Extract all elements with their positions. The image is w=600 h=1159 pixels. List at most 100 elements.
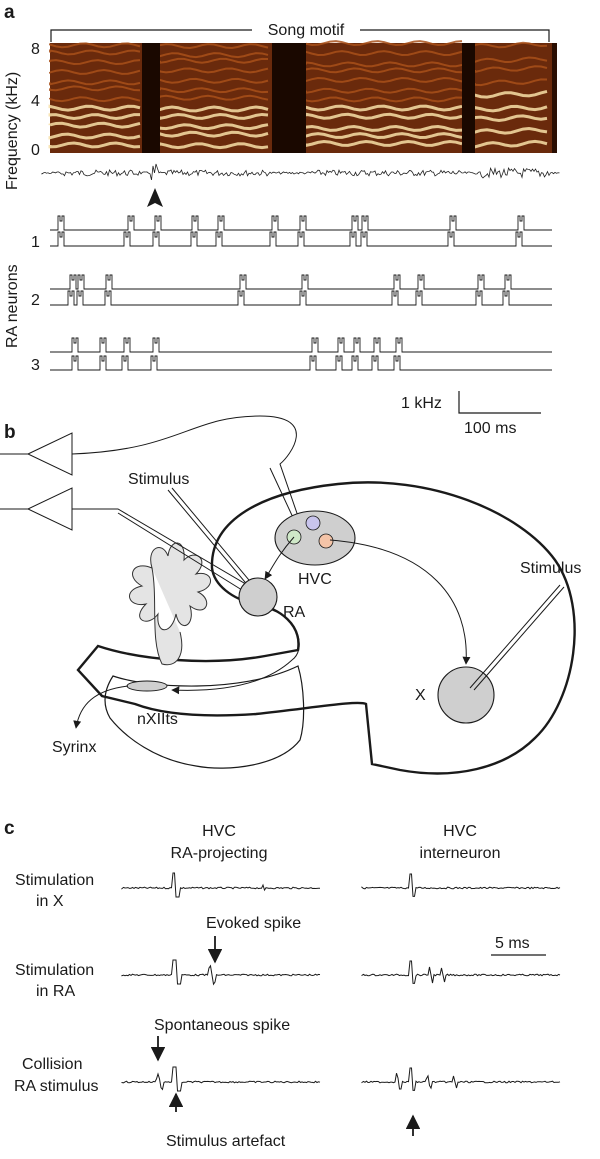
harmonic-band xyxy=(305,50,463,56)
motif-label: Song motif xyxy=(268,22,345,39)
stimulus-electrode-right xyxy=(469,584,565,691)
harmonic-band xyxy=(159,77,269,84)
harmonic-band xyxy=(474,65,548,74)
ra-to-nxiits-projection xyxy=(171,609,300,695)
harmonic-band xyxy=(158,105,269,113)
spike-train xyxy=(50,215,552,231)
harmonic-band xyxy=(159,43,269,49)
harmonic-band xyxy=(304,124,463,132)
trace-x-ra-projecting xyxy=(121,872,321,898)
harmonic-band xyxy=(49,59,141,66)
spectrogram xyxy=(48,40,557,153)
spike-train xyxy=(50,290,552,306)
x-label: X xyxy=(415,687,426,704)
row2-label-2: in RA xyxy=(36,983,75,1000)
harmonic-band xyxy=(473,139,548,149)
harmonic-band xyxy=(305,77,463,83)
col2-header-2: interneuron xyxy=(420,845,501,862)
neuron-id-1: 1 xyxy=(31,234,40,251)
spike-train xyxy=(50,337,552,353)
panel-c-letter: c xyxy=(4,818,15,839)
harmonic-band xyxy=(474,78,548,87)
brainstem-outline xyxy=(104,665,305,769)
harmonic-band xyxy=(474,41,548,49)
harmonic-band xyxy=(158,123,269,131)
panel-c: c HVC RA-projecting HVC interneuron Stim… xyxy=(4,818,561,1150)
stimulus-electrode-left xyxy=(167,487,260,595)
row1-label-2: in X xyxy=(36,893,64,910)
hvc-cell-purple xyxy=(305,515,321,531)
scalebar-5ms: 5 ms xyxy=(495,935,530,952)
evoked-spike-label: Evoked spike xyxy=(206,915,301,932)
trace-ra-ra-projecting xyxy=(121,959,321,986)
hvc-to-x-projection xyxy=(329,539,471,665)
brain-outline xyxy=(76,481,576,775)
harmonic-band xyxy=(158,141,269,150)
scalebar-ms: 100 ms xyxy=(464,420,516,437)
freq-tick-8: 8 xyxy=(31,41,40,58)
syllable-gap xyxy=(462,43,475,153)
harmonic-band xyxy=(305,87,463,94)
scalebar-khz: 1 kHz xyxy=(401,395,442,412)
syllable-gap xyxy=(142,43,160,153)
harmonic-band xyxy=(304,132,463,139)
stimulus-artefact-label: Stimulus artefact xyxy=(166,1133,286,1150)
harmonic-band xyxy=(49,96,141,103)
harmonic-band xyxy=(473,104,548,113)
harmonic-band xyxy=(304,139,463,148)
harmonic-band xyxy=(473,114,548,122)
harmonic-band xyxy=(473,127,548,135)
row1-label-1: Stimulation xyxy=(15,872,94,889)
harmonic-band xyxy=(48,132,141,140)
neuron-id-2: 2 xyxy=(31,292,40,309)
row3-label-1: Collision xyxy=(22,1056,82,1073)
freq-tick-4: 4 xyxy=(31,93,40,110)
x-region xyxy=(437,666,495,724)
recording-electrode-upper xyxy=(71,415,301,525)
harmonic-band xyxy=(158,130,269,138)
stimulus-label-left: Stimulus xyxy=(128,471,189,488)
harmonic-band xyxy=(158,112,269,121)
stimulus-label-right: Stimulus xyxy=(520,560,581,577)
harmonic-band xyxy=(305,96,463,103)
panel-a-letter: a xyxy=(4,2,15,23)
syrinx-label: Syrinx xyxy=(52,739,96,756)
harmonic-band xyxy=(305,61,463,68)
syllable-gap xyxy=(272,43,306,153)
panel-a: a Song motif Frequency (kHz) 8 4 0 RA ne… xyxy=(4,2,560,437)
row2-label-1: Stimulation xyxy=(15,962,94,979)
harmonic-band xyxy=(49,85,141,92)
spike-train xyxy=(50,274,552,290)
spontaneous-spike-label: Spontaneous spike xyxy=(154,1017,290,1034)
spike-train xyxy=(50,231,552,247)
hvc-region xyxy=(274,510,356,566)
freq-axis-label: Frequency (kHz) xyxy=(4,72,21,190)
col1-header-1: HVC xyxy=(202,823,236,840)
panel-b-letter: b xyxy=(4,422,16,443)
harmonic-band xyxy=(473,90,548,99)
harmonic-band xyxy=(159,57,269,64)
ra-label: RA xyxy=(283,604,306,621)
harmonic-band xyxy=(48,141,141,149)
neuron-id-3: 3 xyxy=(31,357,40,374)
neurons-axis-label: RA neurons xyxy=(4,264,21,348)
harmonic-band xyxy=(49,42,141,49)
trace-collision-ra-projecting xyxy=(121,1066,321,1092)
trace-ra-interneuron xyxy=(361,960,561,984)
hvc-cell-orange xyxy=(318,533,334,549)
harmonic-band xyxy=(159,67,269,74)
scalebar-a xyxy=(458,391,541,414)
oscillogram xyxy=(41,163,560,180)
harmonic-band xyxy=(49,79,141,86)
harmonic-band xyxy=(49,69,141,75)
hvc-to-ra-projection xyxy=(264,536,295,580)
motif-bracket xyxy=(50,29,550,42)
harmonic-band xyxy=(474,56,548,64)
harmonic-band xyxy=(159,52,269,59)
recording-electrode-lower xyxy=(72,508,257,596)
neuron-triangle-lower xyxy=(0,487,73,531)
harmonic-band xyxy=(49,49,141,56)
trace-collision-interneuron xyxy=(361,1067,561,1091)
spike-trains xyxy=(50,215,552,371)
harmonic-band xyxy=(304,104,463,112)
